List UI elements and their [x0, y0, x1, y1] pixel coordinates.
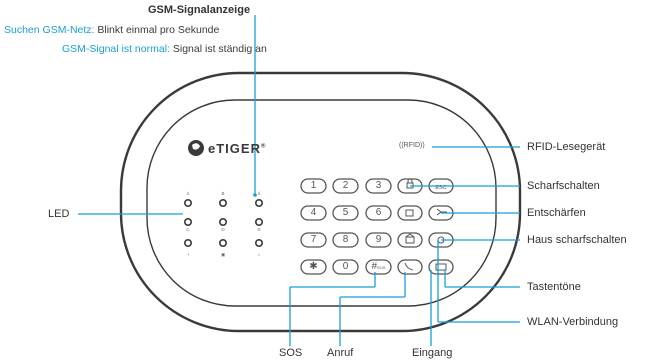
callout-lines — [78, 15, 520, 346]
key-5[interactable]: 5 — [342, 207, 349, 218]
key-hash-sos[interactable]: #SOS — [366, 260, 391, 275]
svg-text:◔: ◔ — [187, 252, 190, 257]
callout-wifi: WLAN-Verbindung — [527, 316, 619, 328]
key-4[interactable]: 4 — [310, 207, 317, 218]
callout-entry: Eingang — [412, 347, 453, 359]
callout-rfid: RFID-Lesegerät — [527, 141, 606, 153]
svg-text:C: C — [186, 227, 190, 232]
tiger-logo-icon — [188, 140, 204, 156]
svg-text:·: · — [221, 186, 222, 191]
diagram-title: GSM-Signalanzeige — [148, 4, 251, 16]
gsm-search-line: Suchen GSM-Netz: Blinkt einmal pro Sekun… — [4, 24, 219, 36]
key-6[interactable]: 6 — [375, 207, 382, 218]
key-sos-sub-label: SOS — [377, 265, 386, 270]
led-grid — [184, 199, 264, 248]
gsm-normal-line: GSM-Signal ist normal: Signal ist ständi… — [62, 43, 267, 55]
key-0[interactable]: 0 — [342, 261, 349, 272]
gsm-search-text: Blinkt einmal pro Sekunde — [97, 24, 220, 36]
svg-text:≋: ≋ — [257, 227, 261, 232]
callout-home-arm: Haus scharfschalten — [527, 234, 627, 246]
brand-logo: eTIGER® — [208, 141, 266, 156]
rfid-mark: ((RFID)) — [399, 142, 425, 149]
svg-text:⌂: ⌂ — [258, 252, 261, 257]
svg-text:·: · — [186, 186, 187, 191]
key-7[interactable]: 7 — [310, 234, 317, 245]
callout-sos: SOS — [279, 347, 303, 359]
brand-name: eTIGER — [208, 141, 261, 156]
key-hash-label: # — [371, 261, 378, 272]
svg-text:▣: ▣ — [221, 252, 225, 257]
callout-disarm: Entschärfen — [527, 207, 586, 219]
svg-text:ıl: ıl — [258, 191, 260, 196]
key-1[interactable]: 1 — [310, 180, 317, 191]
gsm-normal-text: Signal ist ständig an — [172, 43, 267, 55]
key-8[interactable]: 8 — [342, 234, 349, 245]
key-star[interactable]: ✱ — [309, 261, 318, 272]
svg-text:B: B — [221, 191, 224, 196]
callout-call: Anruf — [327, 347, 354, 359]
callout-tone: Tastentöne — [527, 281, 581, 293]
brand-trademark: ® — [260, 143, 267, 150]
svg-text:D: D — [221, 227, 225, 232]
callout-arm: Scharfschalten — [527, 180, 600, 192]
keypad-keys — [300, 178, 454, 275]
svg-text:ESC: ESC — [435, 185, 446, 191]
callout-led: LED — [48, 208, 70, 220]
svg-text:A: A — [186, 191, 189, 196]
gsm-normal-label: GSM-Signal ist normal: — [62, 43, 170, 55]
gsm-search-label: Suchen GSM-Netz: — [4, 24, 95, 36]
key-3[interactable]: 3 — [375, 180, 382, 191]
key-2[interactable]: 2 — [342, 180, 349, 191]
key-9[interactable]: 9 — [375, 234, 382, 245]
